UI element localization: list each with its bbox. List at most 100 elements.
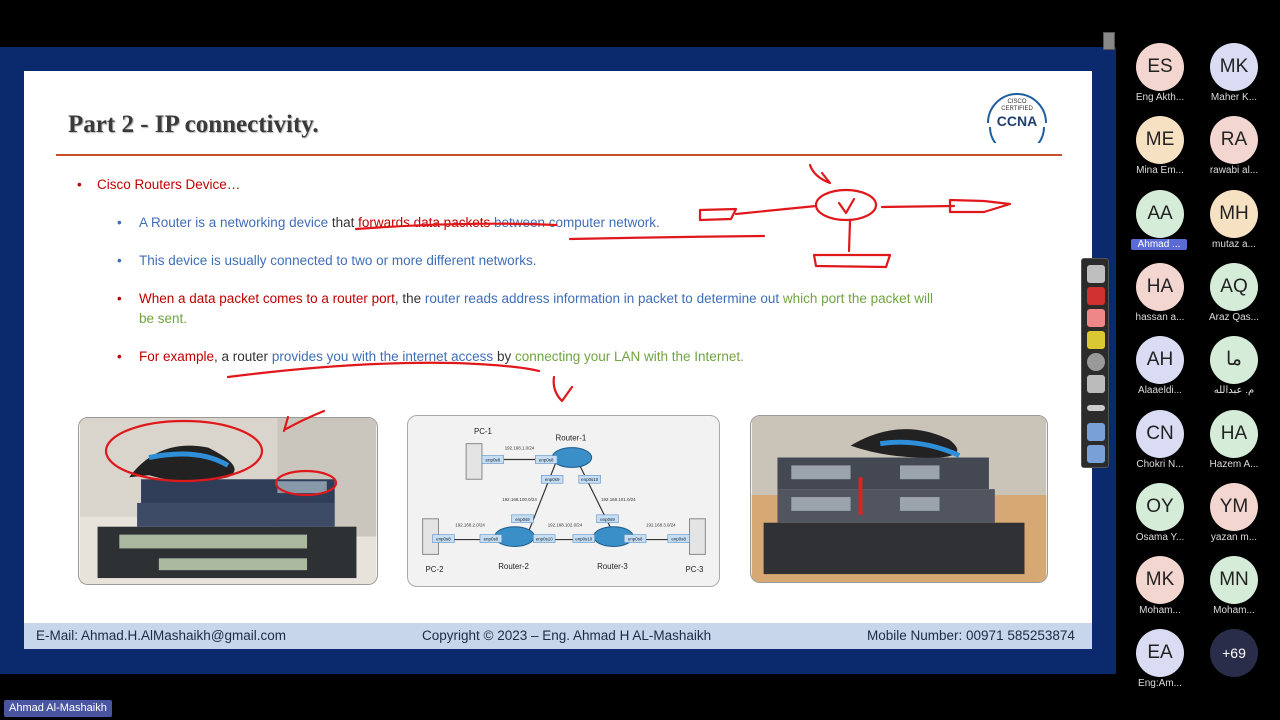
participant-avatar: HA [1210,409,1258,458]
participant-avatar: YM [1210,482,1258,531]
b4-part3: provides you with the internet access [271,349,494,364]
b3-part4: which port the packet will [782,291,933,306]
if-label: enp0s9 [515,517,530,522]
router-sketch-port-right [948,198,1012,214]
select-tool-icon[interactable] [1087,265,1105,283]
if-label: enp0s9 [545,477,560,482]
eraser-tool-icon[interactable] [1087,309,1105,327]
router-sketch-port-bottom [812,253,892,269]
network-topology-diagram: enp0s8 enp0s8 enp0s9 enp0s10 enp0s9 enp0… [407,415,720,587]
b3-part1: When a data packet comes to a router por… [139,291,395,306]
b4-part5: connecting your LAN with the Internet. [514,349,744,364]
router1-label: Router-1 [556,434,587,443]
b2-text: This device is usually connected to two … [139,253,537,268]
network-label: 192.168.1.0/24 [505,446,535,451]
if-label: enp0s8 [486,457,501,462]
network-label: 192.168.2.0/24 [455,523,485,528]
participant-name: yazan m... [1210,531,1258,543]
participant-name: Mina Em... [1136,165,1184,177]
router-sketch-circle [814,188,878,222]
pen-tool-icon[interactable] [1087,287,1105,305]
b3-part3: router reads address information in pack… [424,291,783,306]
participant-avatar: AA [1136,189,1184,238]
if-label: enp0s9 [600,517,615,522]
slide-footer: E-Mail: Ahmad.H.AlMashaikh@gmail.com Cop… [24,623,1092,649]
bullet-packet-arrives: • When a data packet comes to a router p… [117,291,933,326]
network-label: 192.168.102.0/24 [548,523,583,528]
shape-tool-icon[interactable] [1087,405,1105,411]
bullet-router-definition: • A Router is a networking device that f… [117,215,660,230]
pc2-label: PC-2 [426,565,444,574]
participant-name: Ahmad ... [1131,238,1187,250]
b1-part1: A Router is a networking device [139,215,332,230]
router-backpanel-photo [750,415,1048,583]
participant-name: Moham... [1139,605,1181,617]
participant-avatar: ما [1210,336,1258,385]
participant-avatar: RA [1210,116,1258,165]
highlighter-tool-icon[interactable] [1087,331,1105,349]
if-label: enp0s8 [436,537,451,542]
participant-name: Eng Akth... [1135,92,1185,103]
bullet-connected-networks: • This device is usually connected to tw… [117,253,537,268]
clear-tool-icon[interactable] [1087,445,1105,463]
undo-tool-icon[interactable] [1087,423,1105,441]
scroll-thumb[interactable] [1103,32,1115,50]
b1-part3: forwards data packets [358,215,494,230]
if-label: enp0s8 [628,537,643,542]
if-label: enp0s8 [539,457,554,462]
color-tool-icon[interactable] [1087,353,1105,371]
logo-brand: CCNA [997,113,1037,129]
participant-avatar: MK [1210,43,1258,91]
if-label: enp0s10 [575,537,593,542]
ccna-logo: CISCO CERTIFIED CCNA [987,93,1047,143]
router-sketch-port-left [698,207,738,222]
participant-name: rawabi al... [1209,165,1259,177]
slide-title: Part 2 - IP connectivity. [68,111,319,138]
bullet-for-example: • For example, a router provides you wit… [117,349,744,364]
if-label: enp0s8 [484,537,499,542]
footer-mobile: Mobile Number: 00971 585253874 [867,628,1075,643]
participant-name: Maher K... [1210,92,1258,103]
footer-copyright: Copyright © 2023 – Eng. Ahmad H AL-Masha… [422,628,712,643]
pc3-label: PC-3 [685,565,704,574]
participant-name: Alaaeldi... [1138,385,1182,397]
b3-part2: , the [394,291,425,306]
presenter-name-tag: Ahmad Al-Mashaikh [4,700,112,717]
participant-avatar: AH [1136,336,1184,385]
network-label: 192.168.100.0/24 [502,497,537,502]
participant-avatar: OY [1136,482,1184,531]
participant-avatar: MN [1210,556,1258,605]
line-tool-icon[interactable] [1087,375,1105,393]
participant-name: Chokri N... [1136,458,1184,470]
participant-name: Araz Qas... [1208,311,1259,323]
pc1-label: PC-1 [474,427,492,436]
more-participants-button[interactable]: +69 [1199,629,1269,699]
participant-name: Moham... [1213,605,1255,617]
participant-avatar: ES [1136,43,1184,91]
participant-avatar: MH [1210,189,1258,238]
router-stack-photo [78,417,378,585]
participant-avatar: EA [1136,629,1184,678]
title-divider [56,154,1062,156]
b1-part4: between computer network. [493,215,660,230]
logo-line1: CISCO [1007,99,1026,105]
router2-label: Router-2 [498,562,529,571]
participant-name: Eng:Am... [1138,678,1182,690]
